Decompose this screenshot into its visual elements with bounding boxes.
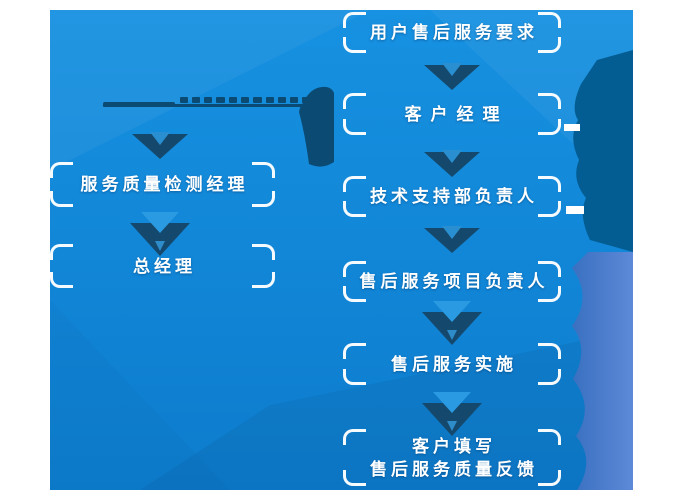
down-arrow-icon xyxy=(424,226,480,253)
corner-bracket-icon xyxy=(343,201,366,217)
corner-bracket-icon xyxy=(538,201,561,217)
corner-bracket-icon xyxy=(538,37,561,53)
flow-node-customer-feedback: 客户填写 售后服务质量反馈 xyxy=(343,429,561,486)
decor-swoosh-dark xyxy=(573,50,633,252)
flow-node-tech-support-lead: 技术支持部负责人 xyxy=(343,176,561,217)
corner-bracket-icon xyxy=(343,369,366,385)
node-label: 技术支持部负责人 xyxy=(370,187,538,206)
corner-bracket-icon xyxy=(343,470,366,486)
corner-bracket-icon xyxy=(50,191,73,207)
corner-bracket-icon xyxy=(343,343,366,359)
flow-node-service-implementation: 售后服务实施 xyxy=(343,343,561,385)
node-label: 用户售后服务要求 xyxy=(370,23,538,42)
corner-bracket-icon xyxy=(538,286,561,302)
facet-top-left xyxy=(50,10,370,170)
flow-node-general-manager: 总经理 xyxy=(50,244,275,288)
white-artifact-1 xyxy=(564,124,580,131)
node-label-line1: 客户填写 xyxy=(412,436,496,456)
node-label: 售后服务项目负责人 xyxy=(359,272,549,291)
down-arrow-icon xyxy=(422,301,482,345)
corner-bracket-icon xyxy=(343,119,366,135)
corner-bracket-icon xyxy=(50,162,73,178)
corner-bracket-icon xyxy=(252,191,275,207)
corner-bracket-icon xyxy=(343,37,366,53)
corner-bracket-icon xyxy=(538,343,561,359)
corner-bracket-icon xyxy=(538,176,561,192)
flow-node-user-request: 用户售后服务要求 xyxy=(343,12,561,53)
blue-backdrop xyxy=(50,10,633,490)
node-label: 售后服务实施 xyxy=(391,354,517,374)
corner-bracket-icon xyxy=(538,261,561,277)
decor-ribbon xyxy=(572,252,633,490)
facet-bottom xyxy=(140,330,633,490)
corner-bracket-icon xyxy=(538,12,561,28)
corner-bracket-icon xyxy=(252,162,275,178)
corner-bracket-icon xyxy=(343,261,366,277)
corner-bracket-icon xyxy=(343,12,366,28)
corner-bracket-icon xyxy=(538,429,561,445)
corner-bracket-icon xyxy=(538,470,561,486)
down-arrow-icon xyxy=(424,150,480,177)
corner-bracket-icon xyxy=(538,369,561,385)
white-artifact-2 xyxy=(566,206,584,214)
corner-bracket-icon xyxy=(343,286,366,302)
corner-bracket-icon xyxy=(50,272,73,288)
node-label: 客户经理 xyxy=(404,104,509,124)
corner-bracket-icon xyxy=(252,272,275,288)
down-arrow-icon xyxy=(424,63,480,90)
flow-node-account-manager: 客户经理 xyxy=(343,93,561,135)
node-label: 总经理 xyxy=(133,256,196,276)
corner-bracket-icon xyxy=(252,244,275,260)
down-arrow-icon xyxy=(132,132,188,159)
node-label-line2: 售后服务质量反馈 xyxy=(370,459,538,479)
corner-bracket-icon xyxy=(538,93,561,109)
corner-bracket-icon xyxy=(343,429,366,445)
corner-bracket-icon xyxy=(343,93,366,109)
corner-bracket-icon xyxy=(538,119,561,135)
facet-bottom-left xyxy=(50,300,230,490)
flow-node-quality-inspection-manager: 服务质量检测经理 xyxy=(50,162,275,207)
corner-bracket-icon xyxy=(343,176,366,192)
remnant-dashed-arrow xyxy=(103,86,334,167)
corner-bracket-icon xyxy=(50,244,73,260)
node-label: 服务质量检测经理 xyxy=(80,175,249,194)
down-arrow-icon xyxy=(130,212,190,256)
down-arrow-icon xyxy=(422,392,482,436)
flow-node-project-lead: 售后服务项目负责人 xyxy=(343,261,561,302)
